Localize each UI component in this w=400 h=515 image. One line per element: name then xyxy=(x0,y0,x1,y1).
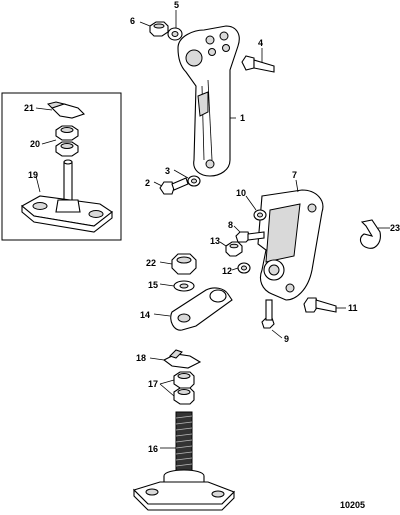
callout-5: 5 xyxy=(174,0,179,10)
part-6-nut xyxy=(139,21,169,37)
callout-3: 3 xyxy=(165,166,170,176)
callout-8: 8 xyxy=(228,220,233,230)
callout-9: 9 xyxy=(284,334,289,344)
part-7-clamp-bracket xyxy=(257,179,324,301)
part-4-bolt xyxy=(241,48,275,73)
part-22-nut xyxy=(159,253,197,275)
part-11-bolt xyxy=(303,297,346,313)
part-19-mount-base xyxy=(21,159,113,233)
callout-7: 7 xyxy=(292,170,297,180)
callout-22: 22 xyxy=(146,258,156,268)
callout-11: 11 xyxy=(348,303,358,313)
callout-14: 14 xyxy=(140,310,150,320)
part-12-washer xyxy=(231,262,251,274)
figure-number: 10205 xyxy=(340,500,365,510)
part-10-washer xyxy=(245,195,267,221)
callout-19: 19 xyxy=(28,170,38,180)
part-1-bracket xyxy=(177,25,240,177)
part-5-washer xyxy=(167,10,183,41)
part-13-nut xyxy=(219,241,243,257)
part-17-nuts xyxy=(159,371,195,405)
part-3-washer xyxy=(173,169,201,187)
part-15-washer xyxy=(159,280,195,292)
callout-21: 21 xyxy=(24,103,34,113)
part-2-bolt xyxy=(153,177,189,195)
part-16-mount-stud xyxy=(132,411,235,511)
part-23-clip xyxy=(359,219,390,249)
part-18-tab-washer xyxy=(149,349,202,369)
inset-frame xyxy=(1,92,122,241)
callout-6: 6 xyxy=(130,16,135,26)
callout-23: 23 xyxy=(390,223,400,233)
callout-13: 13 xyxy=(210,236,220,246)
part-9-stud xyxy=(261,299,283,339)
callout-2: 2 xyxy=(145,178,150,188)
callout-20: 20 xyxy=(30,139,40,149)
callout-10: 10 xyxy=(236,188,246,198)
callout-4: 4 xyxy=(258,38,263,48)
callout-16: 16 xyxy=(148,444,158,454)
callout-12: 12 xyxy=(222,266,232,276)
callout-15: 15 xyxy=(148,280,158,290)
callout-17: 17 xyxy=(148,379,158,389)
part-14-link xyxy=(153,287,233,331)
part-20-nuts xyxy=(41,125,79,157)
callout-1: 1 xyxy=(240,113,245,123)
callout-18: 18 xyxy=(136,353,146,363)
part-21-lock-tab xyxy=(35,101,86,119)
